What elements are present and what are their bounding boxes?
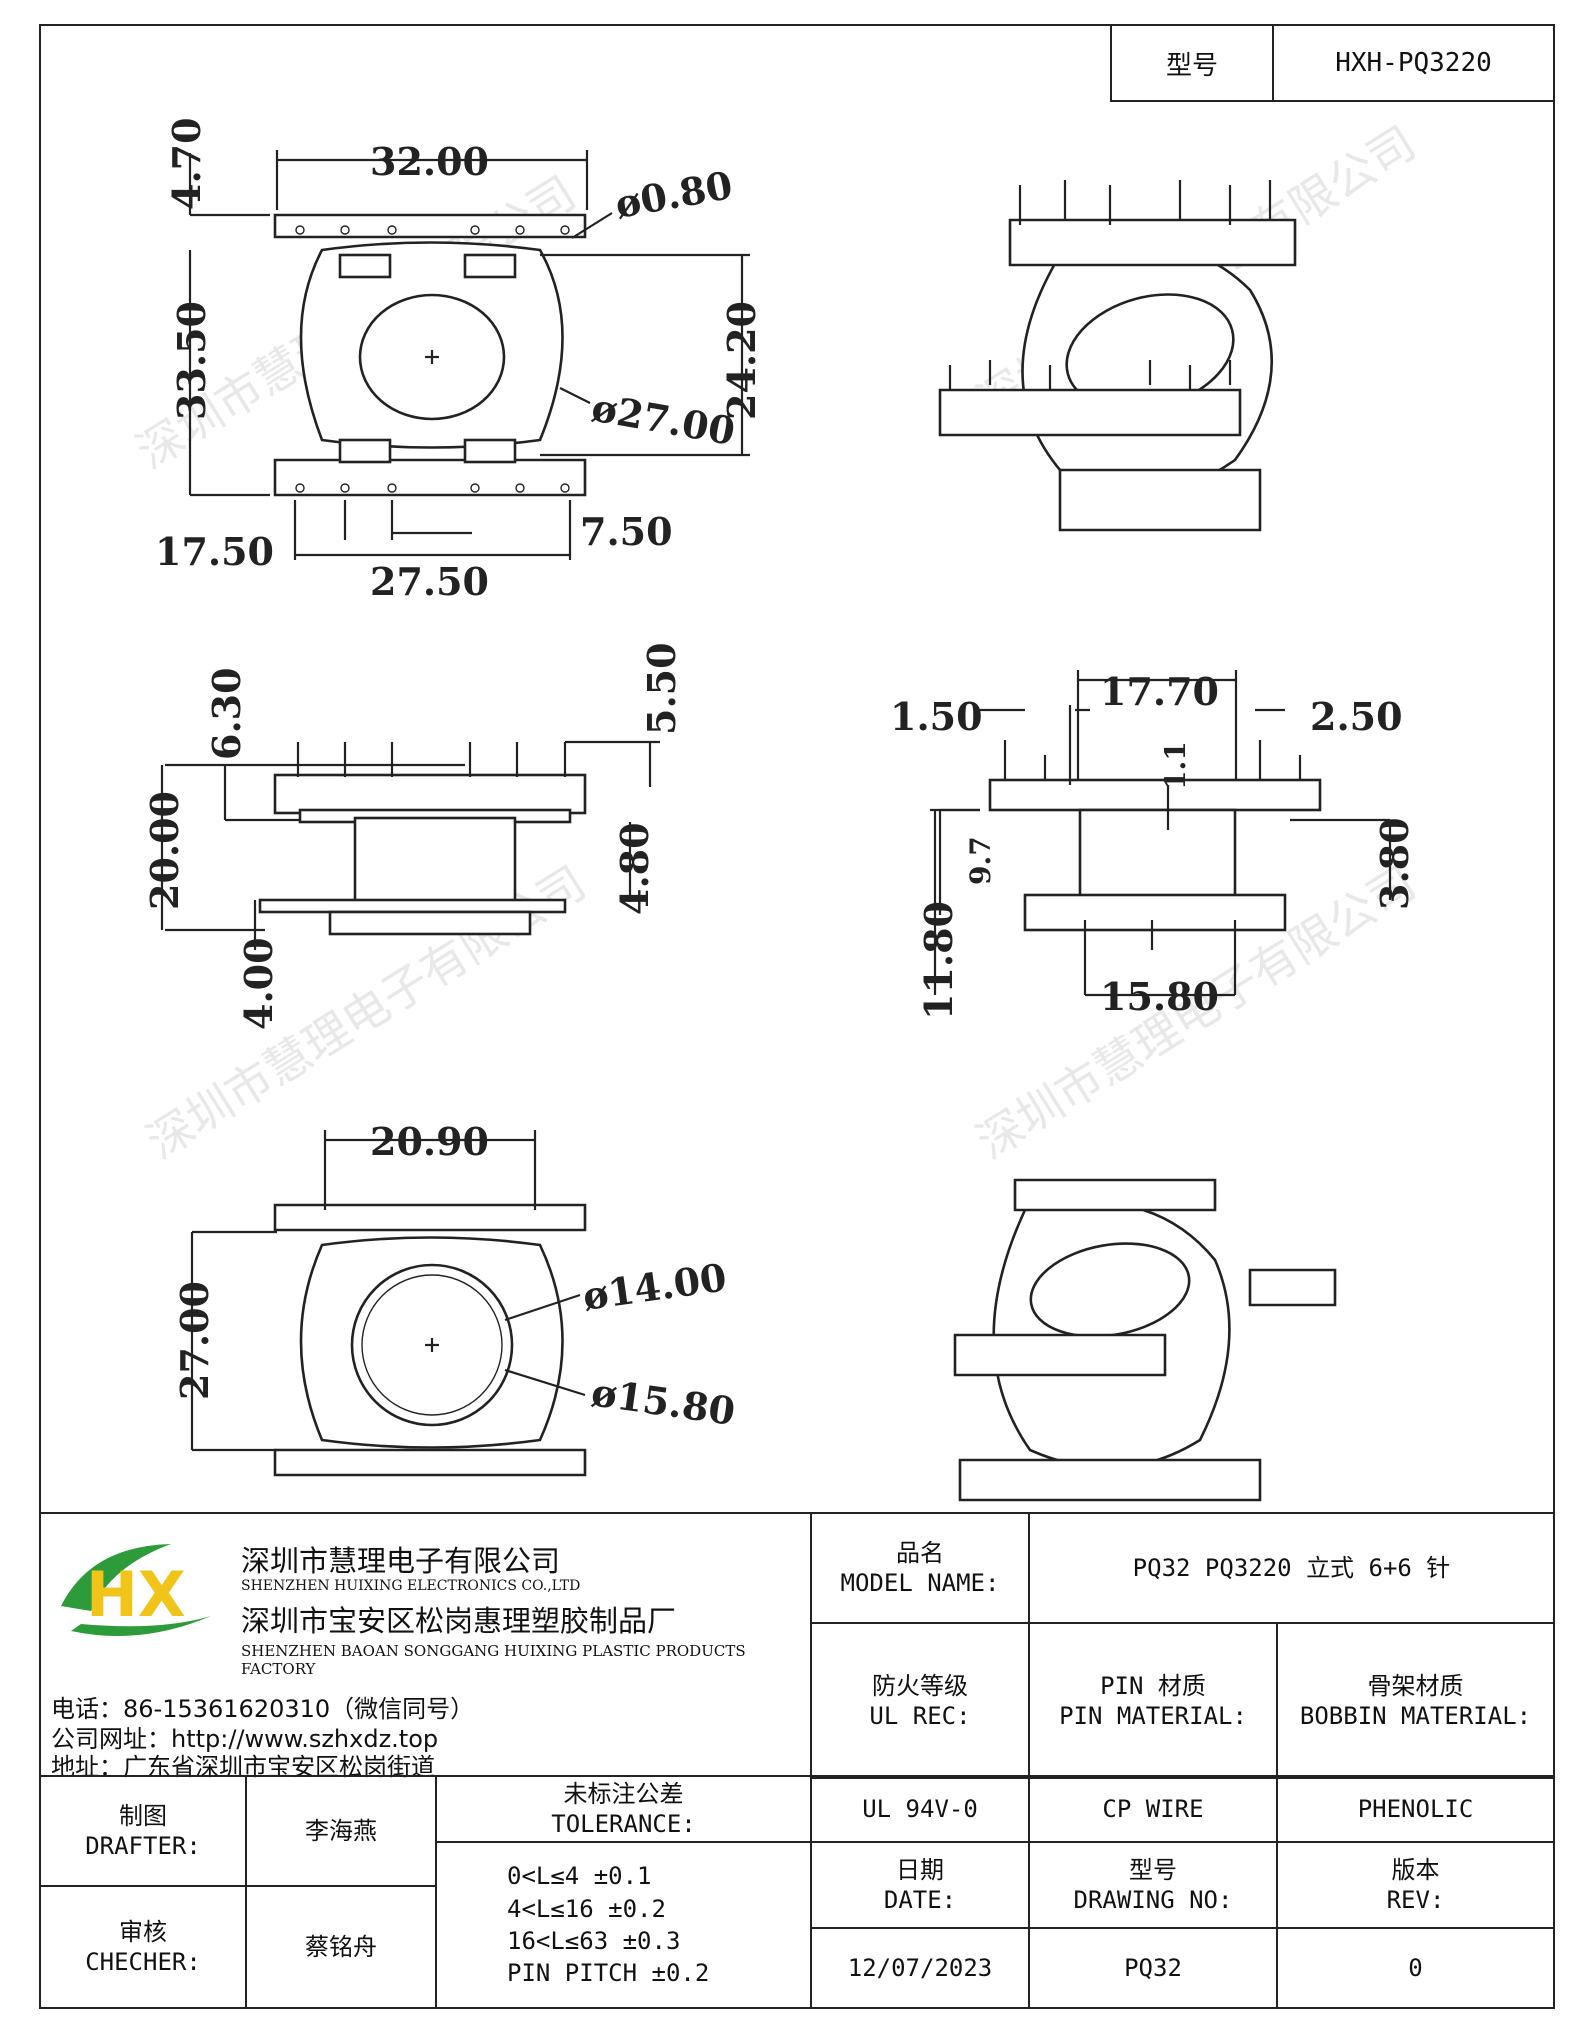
drafter-label-cn: 制图 [119,1802,167,1830]
dim-top-24-20: 24.20 [719,301,764,420]
dim-top-pin-diameter: ø0.80 [612,162,736,227]
model-name-label-cn: 品名 [896,1539,944,1567]
model-name-label-en: MODEL NAME: [840,1569,1000,1597]
model-name-label: 品名 MODEL NAME: [810,1512,1030,1624]
tolerance-row: PIN PITCH ±0.2 [507,1959,710,1988]
company-phone: 电话：86-15361620310（微信同号） [51,1695,475,1723]
dim-bottom-15-80: ø15.80 [589,1369,738,1434]
checker-label-en: CHECHER: [85,1948,201,1976]
dim-side-20-00: 20.00 [142,791,187,910]
dim-top-27-50: 27.50 [370,559,489,604]
header-model-code: HXH-PQ3220 [1335,48,1492,78]
dim-front-1-1: 1.1 [1159,741,1192,790]
bobbin-material-value: PHENOLIC [1276,1775,1555,1843]
factory-name-cn: 深圳市宝安区松岗惠理塑胶制品厂 [241,1604,677,1638]
bobbin-material-label: 骨架材质 BOBBIN MATERIAL: [1276,1622,1555,1779]
ul-rec-value: UL 94V-0 [810,1775,1030,1843]
header-box: 型号 HXH-PQ3220 [1110,24,1555,102]
dim-side-6-30: 6.30 [204,667,249,760]
bobbin-material-label-en: BOBBIN MATERIAL: [1299,1701,1532,1730]
ul-rec-label: 防火等级 UL REC: [810,1622,1030,1779]
logo-letters: HX [86,1558,186,1631]
dim-top-32: 32.00 [370,139,489,184]
drafter-label-en: DRAFTER: [85,1832,201,1860]
rev-label-en: REV: [1386,1886,1445,1914]
checker-label-cn: 审核 [119,1918,167,1946]
date-label-en: DATE: [883,1886,957,1914]
dim-front-17-70: 17.70 [1100,669,1219,714]
date-label-cn: 日期 [896,1856,944,1884]
drawing-no-value: PQ32 [1028,1927,1278,2009]
header-label: 型号 [1112,26,1274,100]
company-name-en: SHENZHEN HUIXING ELECTRONICS CO.,LTD [241,1578,581,1594]
dim-front-15-80: 15.80 [1100,974,1219,1019]
tolerance-label-en: TOLERANCE: [551,1810,696,1838]
side-view [160,740,660,950]
company-info: HX 深圳市慧理电子有限公司 SHENZHEN HUIXING ELECTRON… [39,1512,812,1781]
drafter-label: 制图 DRAFTER: [39,1775,247,1887]
factory-name-en: SHENZHEN BAOAN SONGGANG HUIXING PLASTIC … [241,1642,746,1678]
dim-bottom-27-00: 27.00 [172,1281,217,1400]
rev-label-cn: 版本 [1391,1856,1440,1884]
tolerance-row: 0<L≤4 ±0.1 [507,1862,652,1891]
drawing-no-label-cn: 型号 [1129,1856,1177,1884]
dim-side-4-80: 4.80 [612,822,657,915]
ul-rec-label-en: UL REC: [869,1701,971,1730]
company-name-cn: 深圳市慧理电子有限公司 [241,1544,561,1578]
dim-side-4-00: 4.00 [236,937,281,1030]
drafter-name: 李海燕 [245,1775,437,1887]
dim-top-17-50: 17.50 [155,529,274,574]
drawing-no-label-en: DRAWING NO: [1073,1886,1233,1914]
dim-top-33-50: 33.50 [169,301,214,420]
tolerance-table: 0<L≤4 ±0.1 4<L≤16 ±0.2 16<L≤63 ±0.3 PIN … [435,1841,812,2009]
bottom-view [190,1130,587,1477]
dim-side-5-50: 5.50 [639,642,684,735]
pin-material-value: CP WIRE [1028,1775,1278,1843]
dim-front-9-7: 9.7 [964,836,997,885]
checker-label: 审核 CHECHER: [39,1885,247,2009]
tolerance-row: 4<L≤16 ±0.2 [507,1894,666,1923]
dim-top-7-50: 7.50 [580,509,673,554]
date-label: 日期 DATE: [810,1841,1030,1929]
dim-front-2-50: 2.50 [1310,694,1403,739]
dim-top-27-00: ø27.00 [588,385,738,454]
pin-material-label: PIN 材质 PIN MATERIAL: [1028,1622,1278,1779]
company-website: 公司网址：http://www.szhxdz.top [51,1725,439,1753]
rev-label: 版本 REV: [1276,1841,1555,1929]
model-name-value: PQ32 PQ3220 立式 6+6 针 [1028,1512,1555,1624]
drawing-no-label: 型号 DRAWING NO: [1028,1841,1278,1929]
rev-value: 0 [1276,1927,1555,2009]
dim-top-4-70: 4.70 [164,117,209,210]
title-block: HX 深圳市慧理电子有限公司 SHENZHEN HUIXING ELECTRON… [39,1512,1555,2009]
bobbin-material-label-cn: 骨架材质 [1367,1671,1464,1700]
dim-bottom-20-90: 20.90 [370,1119,489,1164]
ul-rec-label-cn: 防火等级 [872,1671,968,1700]
dim-front-1-50: 1.50 [890,694,983,739]
isometric-view-bottom [953,1178,1337,1502]
top-view [188,150,750,560]
tolerance-label-cn: 未标注公差 [563,1780,684,1808]
top-view-upper-flange [273,213,587,239]
technical-drawing: 深圳市慧理电子有限公司 深圳市慧理电子有限公司 深圳市慧理电子有限公司 深圳市慧… [127,115,1425,1502]
company-logo-icon: HX [61,1544,211,1636]
tolerance-row: 16<L≤63 ±0.3 [507,1927,681,1955]
pin-material-label-en: PIN MATERIAL: [1059,1701,1247,1730]
tolerance-label: 未标注公差 TOLERANCE: [435,1775,812,1843]
date-value: 12/07/2023 [810,1927,1030,2009]
checker-name: 蔡铭舟 [245,1885,437,2009]
pin-material-label-cn: PIN 材质 [1100,1671,1206,1700]
dim-front-3-80: 3.80 [1372,817,1417,910]
front-view [930,670,1392,997]
dim-bottom-14-00: ø14.00 [580,1254,729,1319]
dim-front-11-80: 11.80 [916,901,961,1020]
isometric-view-top [938,180,1297,532]
top-view-lower-flange [273,458,587,497]
